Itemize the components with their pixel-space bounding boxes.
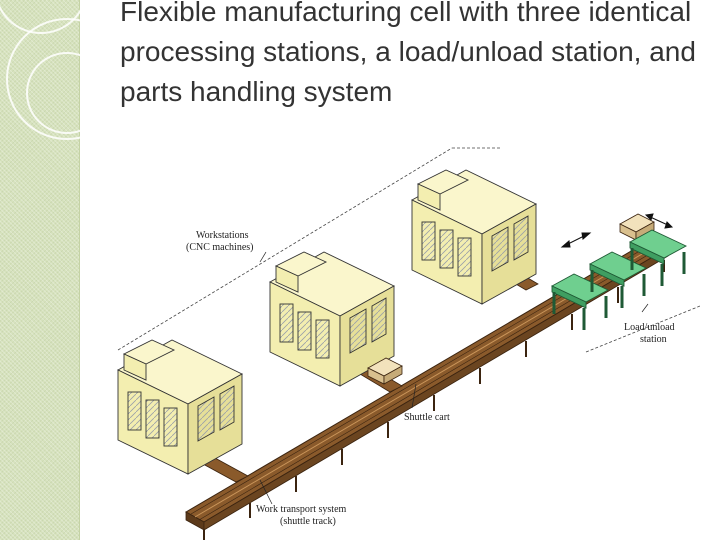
shuttle-track (184, 239, 670, 531)
load-unload-sublabel: station (640, 334, 667, 345)
leader-lines (259, 251, 649, 505)
sidebar-decoration (0, 0, 128, 540)
transfer-arrows (560, 213, 674, 248)
decorative-ring (26, 52, 108, 134)
workstations-sublabel: (CNC machines) (186, 242, 254, 253)
workstations-label: Workstations (196, 230, 249, 241)
shuttle-cart (367, 357, 403, 385)
load-stand-1 (551, 273, 609, 330)
slide-title: Flexible manufacturing cell with three i… (120, 0, 696, 107)
shuttle-cart-label: Shuttle cart (404, 412, 450, 423)
transport-system-sublabel: (shuttle track) (280, 516, 336, 527)
load-stand-2 (589, 251, 647, 308)
load-unload-label: Load/unload (624, 322, 675, 333)
transport-system-label: Work transport system (256, 504, 347, 515)
fms-diagram: Workstations (CNC machines) Load/unload … (117, 147, 700, 540)
load-unload-stands (551, 229, 687, 330)
dashed-boundary (117, 147, 700, 353)
track-supports (203, 260, 665, 540)
decorative-ring (6, 18, 128, 140)
cnc-machine-1 (117, 339, 243, 475)
load-stand-3 (629, 229, 687, 286)
cnc-machine-3 (411, 169, 537, 305)
